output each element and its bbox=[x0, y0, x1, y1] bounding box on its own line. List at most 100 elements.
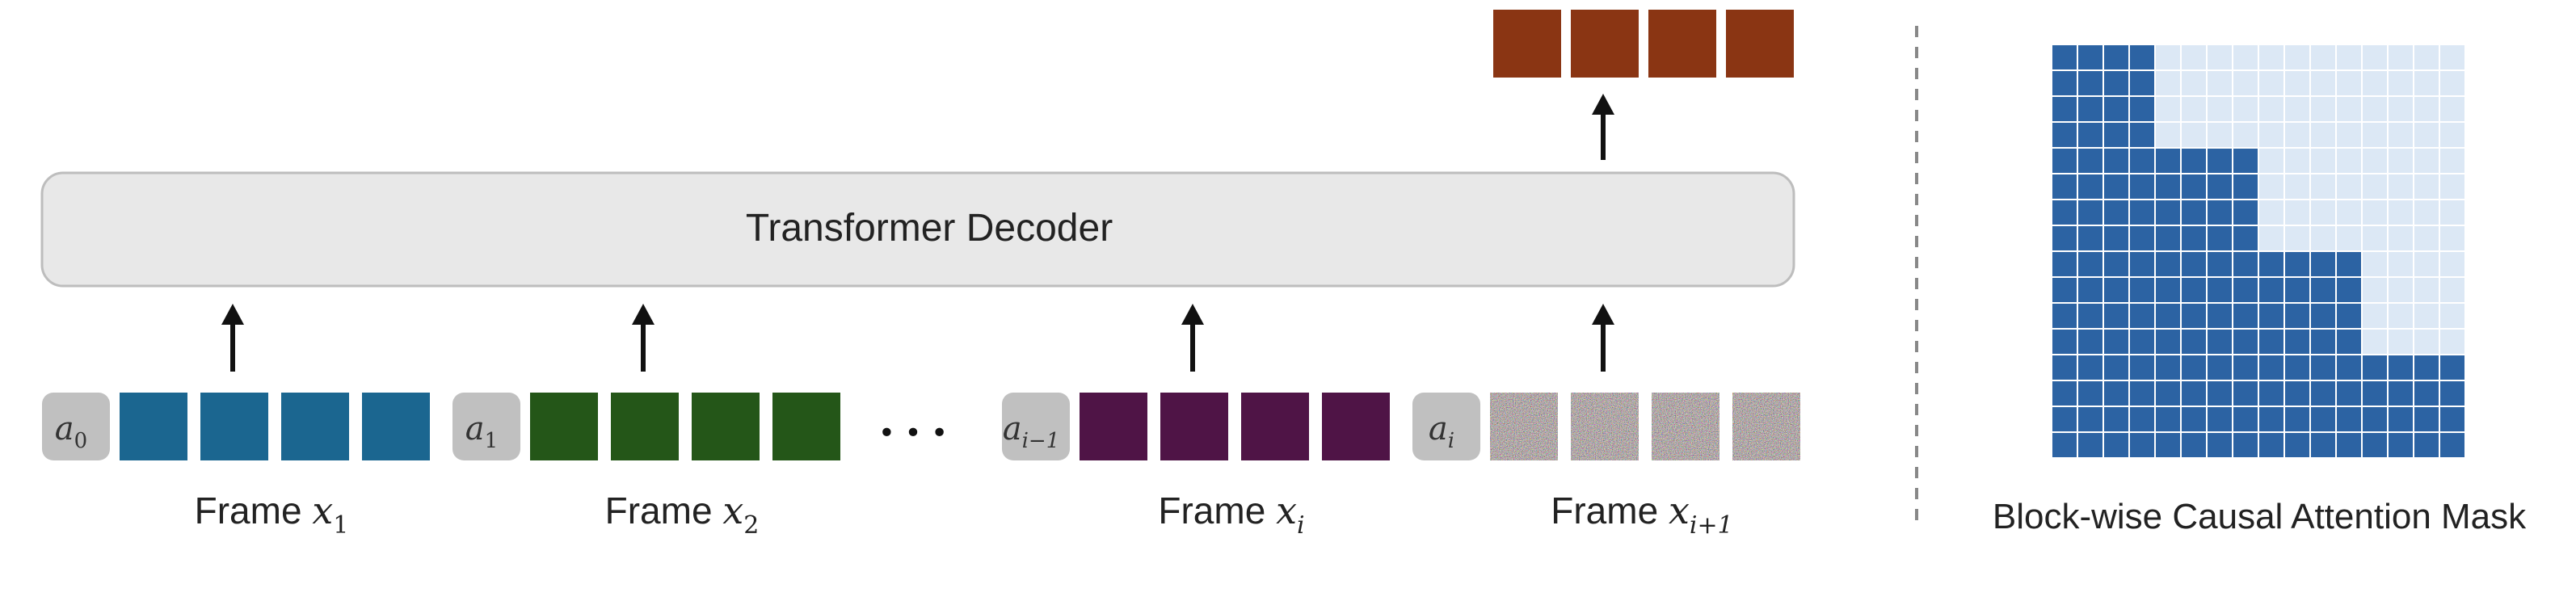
mask-cell-masked bbox=[2363, 123, 2387, 147]
mask-cell-attend bbox=[2078, 381, 2102, 406]
mask-cell-masked bbox=[2414, 278, 2439, 302]
mask-cell-masked bbox=[2208, 45, 2232, 69]
mask-cell-attend bbox=[2233, 304, 2258, 328]
mask-cell-attend bbox=[2078, 149, 2102, 173]
action-token bbox=[1412, 393, 1480, 460]
mask-cell-attend bbox=[2233, 433, 2258, 457]
mask-cell-attend bbox=[2104, 278, 2128, 302]
mask-cell-attend bbox=[2052, 381, 2077, 406]
mask-cell-masked bbox=[2389, 226, 2413, 250]
mask-cell-masked bbox=[2414, 71, 2439, 95]
mask-cell-masked bbox=[2363, 304, 2387, 328]
frame-token bbox=[692, 393, 760, 460]
mask-cell-attend bbox=[2156, 407, 2180, 431]
mask-cell-attend bbox=[2078, 407, 2102, 431]
mask-cell-masked bbox=[2208, 71, 2232, 95]
mask-cell-masked bbox=[2440, 149, 2464, 173]
mask-cell-attend bbox=[2233, 355, 2258, 380]
frame-token bbox=[120, 393, 187, 460]
mask-cell-attend bbox=[2233, 226, 2258, 250]
frame-token bbox=[200, 393, 268, 460]
mask-cell-attend bbox=[2414, 381, 2439, 406]
mask-cell-attend bbox=[2130, 407, 2154, 431]
mask-cell-masked bbox=[2259, 71, 2283, 95]
mask-cell-masked bbox=[2414, 174, 2439, 199]
frame-caption: Frame x1 bbox=[195, 489, 349, 540]
action-var: a bbox=[1003, 410, 1022, 448]
mask-cell-attend bbox=[2078, 97, 2102, 121]
arrow-head bbox=[1592, 304, 1614, 325]
mask-cell-attend bbox=[2104, 433, 2128, 457]
mask-cell-attend bbox=[2337, 355, 2361, 380]
mask-cell-masked bbox=[2389, 149, 2413, 173]
mask-cell-attend bbox=[2208, 149, 2232, 173]
mask-cell-masked bbox=[2389, 45, 2413, 69]
frame-token bbox=[1322, 393, 1390, 460]
mask-cell-attend bbox=[2078, 330, 2102, 354]
action-token-label: ai bbox=[1429, 410, 1454, 453]
mask-cell-masked bbox=[2285, 200, 2309, 225]
mask-cell-attend bbox=[2156, 149, 2180, 173]
mask-cell-attend bbox=[2182, 330, 2206, 354]
mask-cell-masked bbox=[2182, 45, 2206, 69]
mask-cell-attend bbox=[2363, 433, 2387, 457]
mask-cell-attend bbox=[2078, 71, 2102, 95]
mask-cell-masked bbox=[2233, 71, 2258, 95]
arrow-head bbox=[221, 304, 244, 325]
mask-cell-masked bbox=[2311, 71, 2335, 95]
mask-cell-attend bbox=[2285, 381, 2309, 406]
mask-cell-attend bbox=[2130, 123, 2154, 147]
mask-cell-attend bbox=[2440, 407, 2464, 431]
mask-cell-masked bbox=[2363, 330, 2387, 354]
mask-cell-masked bbox=[2285, 45, 2309, 69]
mask-cell-attend bbox=[2259, 433, 2283, 457]
mask-cell-masked bbox=[2389, 174, 2413, 199]
mask-cell-attend bbox=[2052, 174, 2077, 199]
mask-cell-attend bbox=[2259, 252, 2283, 276]
mask-cell-masked bbox=[2182, 97, 2206, 121]
mask-cell-masked bbox=[2311, 97, 2335, 121]
mask-cell-attend bbox=[2285, 433, 2309, 457]
mask-cell-attend bbox=[2414, 433, 2439, 457]
mask-cell-masked bbox=[2259, 123, 2283, 147]
mask-cell-masked bbox=[2440, 330, 2464, 354]
action-subscript: i bbox=[1448, 429, 1454, 453]
mask-cell-attend bbox=[2104, 330, 2128, 354]
arrow-head bbox=[1181, 304, 1204, 325]
mask-cell-attend bbox=[2052, 330, 2077, 354]
action-subscript: 1 bbox=[485, 429, 499, 453]
mask-cell-attend bbox=[2182, 304, 2206, 328]
mask-cell-attend bbox=[2130, 252, 2154, 276]
mask-cell-attend bbox=[2414, 355, 2439, 380]
mask-cell-masked bbox=[2259, 226, 2283, 250]
mask-cell-masked bbox=[2389, 278, 2413, 302]
mask-cell-attend bbox=[2259, 407, 2283, 431]
mask-cell-attend bbox=[2052, 200, 2077, 225]
mask-cell-attend bbox=[2182, 149, 2206, 173]
mask-cell-attend bbox=[2363, 355, 2387, 380]
mask-cell-attend bbox=[2208, 381, 2232, 406]
mask-cell-masked bbox=[2440, 226, 2464, 250]
mask-cell-attend bbox=[2311, 433, 2335, 457]
frame-caption-var: x bbox=[312, 489, 333, 532]
up-arrow-3 bbox=[1181, 304, 1204, 372]
mask-cell-attend bbox=[2078, 123, 2102, 147]
mask-cell-attend bbox=[2233, 174, 2258, 199]
mask-cell-attend bbox=[2130, 330, 2154, 354]
mask-cell-masked bbox=[2440, 200, 2464, 225]
mask-cell-attend bbox=[2233, 200, 2258, 225]
mask-cell-attend bbox=[2156, 330, 2180, 354]
mask-cell-attend bbox=[2182, 226, 2206, 250]
mask-cell-masked bbox=[2337, 45, 2361, 69]
mask-cell-masked bbox=[2389, 304, 2413, 328]
mask-cell-attend bbox=[2052, 433, 2077, 457]
mask-cell-attend bbox=[2259, 381, 2283, 406]
mask-cell-attend bbox=[2285, 252, 2309, 276]
mask-cell-attend bbox=[2182, 381, 2206, 406]
frame-caption-subscript: 2 bbox=[743, 511, 759, 540]
frame-caption-var: x bbox=[1276, 489, 1297, 532]
noisy-frame-token bbox=[1652, 393, 1719, 460]
frame-caption: Frame x2 bbox=[605, 489, 760, 540]
